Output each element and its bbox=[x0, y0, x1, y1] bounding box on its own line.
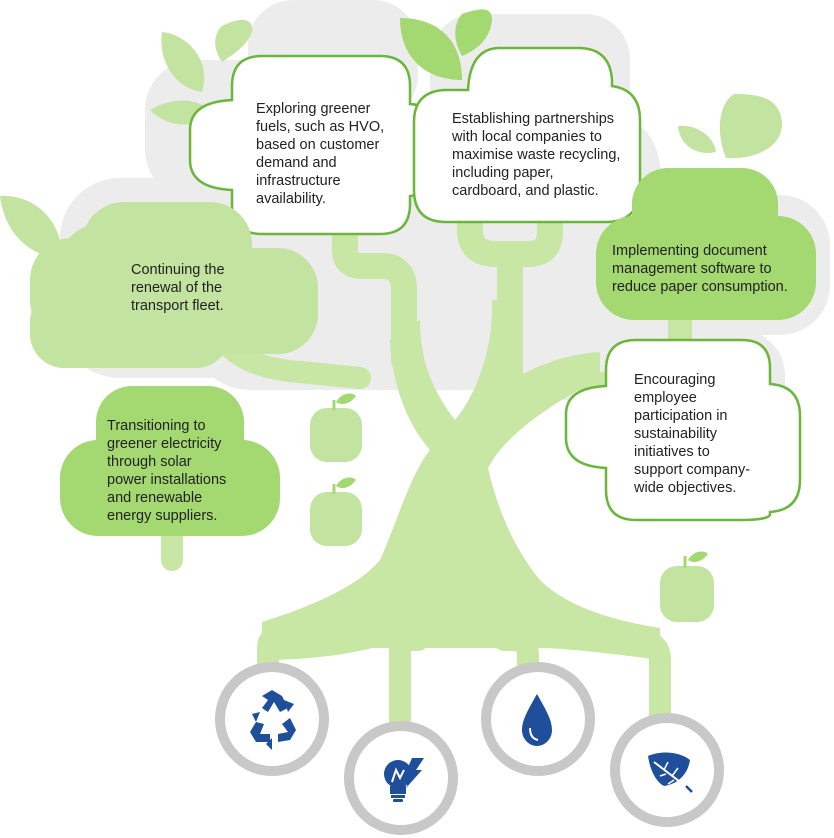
apples bbox=[310, 393, 714, 622]
apple bbox=[310, 477, 362, 546]
icon-circles bbox=[215, 662, 724, 835]
bubble-fleet-text: Continuing the renewal of the transport … bbox=[131, 262, 225, 314]
bubble-partnerships-shape bbox=[412, 46, 642, 224]
apple bbox=[310, 393, 362, 462]
leaf bbox=[455, 9, 492, 56]
bubble-electricity-shape bbox=[60, 386, 280, 536]
leaf-icon bbox=[648, 752, 693, 793]
bubble-employees-shape bbox=[564, 338, 802, 522]
bubble-electricity-text: Transitioning to greener electricity thr… bbox=[107, 418, 227, 524]
recycle-icon bbox=[250, 690, 296, 750]
leaf bbox=[161, 32, 205, 92]
bubble-employees-text: Encouraging employee participation in su… bbox=[634, 372, 751, 496]
leaf bbox=[678, 125, 716, 153]
leaf bbox=[400, 18, 462, 80]
leaf bbox=[719, 94, 782, 159]
tree-trunk-body bbox=[262, 300, 660, 660]
lightbulb-icon bbox=[384, 758, 424, 802]
leaf bbox=[215, 19, 253, 62]
leaf bbox=[0, 195, 62, 258]
bubble-fleet-shape bbox=[30, 202, 318, 368]
bubble-greener-fuels-text: Exploring greener fuels, such as HVO, ba… bbox=[256, 101, 385, 207]
bubble-document-shape bbox=[596, 168, 816, 320]
bubble-partnerships-text: Establishing partnerships with local com… bbox=[452, 111, 621, 199]
bubble-document-management-text: Implementing document management softwar… bbox=[612, 243, 788, 295]
apple bbox=[660, 551, 714, 622]
water-drop-icon bbox=[522, 694, 552, 746]
